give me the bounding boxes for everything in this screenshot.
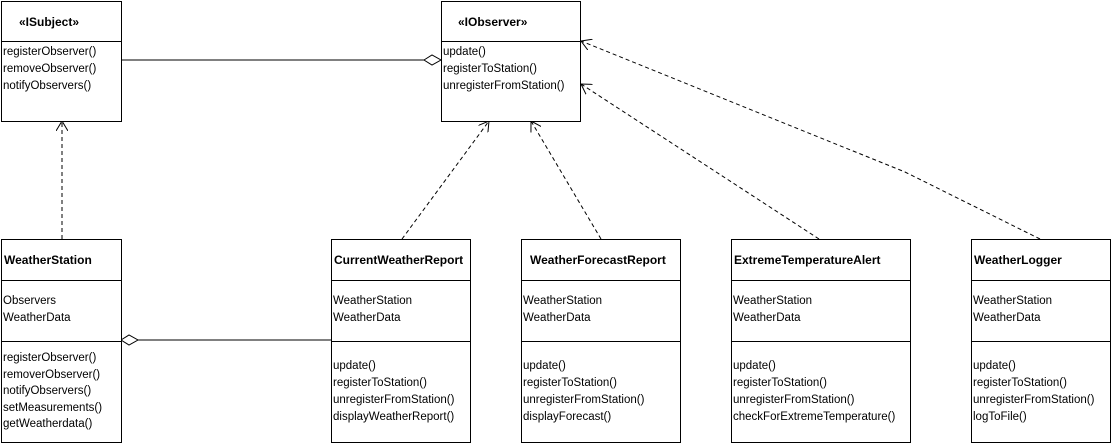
operation: registerToStation() [733,377,827,389]
class-name: «IObserver» [442,2,580,42]
operation: registerToStation() [523,377,617,389]
operation: displayWeatherReport() [333,411,455,423]
attribute: WeatherData [973,312,1041,324]
operation: unregisterFromStation() [733,394,855,406]
class-name: WeatherForecastReport [522,240,680,281]
class-isubject[interactable]: «ISubject» registerObserver() removeObse… [1,1,122,122]
attribute: WeatherStation [973,295,1053,307]
operation: notifyObservers() [3,385,92,397]
operation: unregisterFromStation() [333,394,455,406]
operation: removeObserver() [3,63,97,75]
attributes-section: Observers WeatherData [2,281,121,342]
attribute: WeatherData [523,312,591,324]
weatherstation-aggregation-diamond [120,334,140,346]
operation: unregisterFromStation() [443,80,565,92]
attribute: Observers [3,295,57,307]
attribute: WeatherData [3,312,71,324]
operation: update() [733,360,776,372]
operation: unregisterFromStation() [523,394,645,406]
iobserver-aggregation-diamond [423,54,443,66]
operations-section: update() registerToStation() unregisterF… [972,342,1110,426]
operation: displayForecast() [523,411,612,423]
temperaturealert-realizes-iobserver [581,84,820,240]
operation: logToFile() [973,411,1027,423]
attribute: WeatherData [733,312,801,324]
forecastreport-realizes-iobserver [531,121,602,240]
class-name: CurrentWeatherReport [332,240,470,281]
operations-section: update() registerToStation() unregisterF… [332,342,470,426]
class-weather-station[interactable]: WeatherStation Observers WeatherData reg… [1,239,122,443]
operation: update() [333,360,376,372]
class-name: WeatherLogger [972,240,1110,281]
operation: update() [443,46,486,58]
attributes-section: WeatherStation WeatherData [972,281,1110,342]
operation: registerToStation() [333,377,427,389]
operation: registerToStation() [443,63,537,75]
operations-section: registerObserver() removeObserver() noti… [2,42,121,95]
attribute: WeatherStation [333,295,413,307]
operation: setMeasurements() [3,401,103,414]
class-extreme-temperature-alert[interactable]: ExtremeTemperatureAlert WeatherStation W… [731,239,911,443]
weatherlogger-realizes-iobserver [581,41,1041,240]
attributes-section: WeatherStation WeatherData [522,281,680,342]
class-iobserver[interactable]: «IObserver» update() registerToStation()… [441,1,581,122]
operation: registerToStation() [973,377,1067,389]
class-name: ExtremeTemperatureAlert [732,240,910,281]
currentreport-realizes-iobserver [401,121,489,240]
attribute: WeatherData [333,312,401,324]
operation: registerObserver() [3,352,97,364]
operation: unregisterFromStation() [973,394,1095,406]
class-weather-logger[interactable]: WeatherLogger WeatherStation WeatherData… [971,239,1111,443]
operation: checkForExtremeTemperature() [733,411,896,423]
operations-section: registerObserver() removerObserver() not… [2,342,121,433]
class-name: WeatherStation [2,240,121,281]
operation: update() [973,360,1016,372]
operations-section: update() registerToStation() unregisterF… [522,342,680,426]
operations-section: update() registerToStation() unregisterF… [732,342,910,426]
attributes-section: WeatherStation WeatherData [332,281,470,342]
class-current-weather-report[interactable]: CurrentWeatherReport WeatherStation Weat… [331,239,471,443]
attributes-section: WeatherStation WeatherData [732,281,910,342]
attribute: WeatherStation [733,295,813,307]
class-weather-forecast-report[interactable]: WeatherForecastReport WeatherStation Wea… [521,239,681,443]
operation: registerObserver() [3,46,97,58]
attribute: WeatherStation [523,295,603,307]
operation: getWeatherdata() [3,418,93,430]
operations-section: update() registerToStation() unregisterF… [442,42,580,95]
operation: update() [523,360,566,372]
operation: notifyObservers() [3,80,92,92]
class-name: «ISubject» [2,2,121,42]
operation: removerObserver() [3,368,101,381]
